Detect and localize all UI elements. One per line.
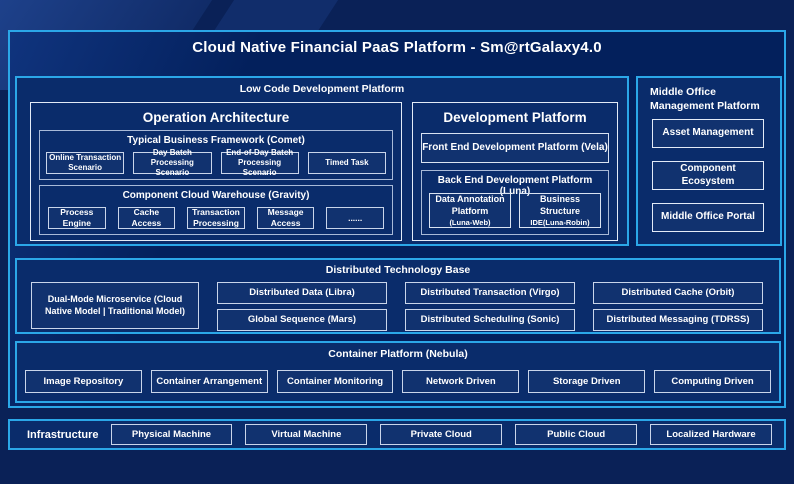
middle-office-item-box: Middle Office Portal — [652, 203, 764, 232]
operation-architecture-panel: Operation Architecture Typical Business … — [30, 102, 402, 241]
comet-items-row: Online Transaction Scenario Day Batch Pro… — [46, 148, 386, 177]
back-end-development-platform-panel: Back End Development Platform (Luna) Dat… — [421, 170, 609, 235]
development-platform-panel: Development Platform Front End Developme… — [412, 102, 618, 241]
container-item-box: Image Repository — [25, 370, 142, 393]
comet-item-box: Online Transaction Scenario — [46, 152, 125, 174]
comet-item-box: Day Batch Processing Scenario — [133, 148, 212, 177]
development-platform-title: Development Platform — [443, 110, 587, 125]
container-items-row: Image Repository Container Arrangement Con… — [25, 370, 771, 393]
gravity-item-box: Cache Access — [117, 207, 176, 229]
luna-sub-tag: (Luna-Web) — [449, 217, 491, 227]
luna-sub-tag: IDE(Luna-Robin) — [530, 217, 590, 227]
comet-item-box: End-of-Day Batch Processing Scenario — [220, 148, 299, 177]
distributed-item-box: Distributed Messaging (TDRSS) — [593, 309, 763, 331]
back-end-development-platform-title: Back End Development Platform (Luna) — [437, 175, 593, 197]
container-item-box: Container Monitoring — [276, 370, 394, 393]
infrastructure-item-box: Public Cloud — [515, 424, 638, 445]
page-title: Cloud Native Financial PaaS Platform - S… — [192, 39, 602, 56]
infrastructure-item-box: Physical Machine — [110, 424, 233, 445]
low-code-panel-title: Low Code Development Platform — [239, 83, 405, 95]
middle-office-item-box: Component Ecosystem — [652, 161, 764, 190]
infrastructure-items-row: Physical Machine Virtual Machine Private C… — [110, 424, 772, 445]
distributed-item-box: Distributed Scheduling (Sonic) — [405, 309, 575, 331]
comet-item-box: Timed Task — [307, 152, 386, 174]
component-cloud-warehouse-panel: Component Cloud Warehouse (Gravity) Proc… — [39, 185, 393, 235]
distributed-item-box: Distributed Transaction (Virgo) — [405, 282, 575, 304]
main-frame: Cloud Native Financial PaaS Platform - S… — [8, 30, 786, 408]
luna-sub-box: Data Annotation Platform (Luna-Web) — [429, 193, 511, 228]
middle-office-title: Middle Office Management Platform — [650, 86, 760, 112]
container-item-box: Container Arrangement — [150, 370, 268, 393]
typical-business-framework-panel: Typical Business Framework (Comet) Onlin… — [39, 130, 393, 180]
distributed-item-box: Global Sequence (Mars) — [217, 309, 387, 331]
infrastructure-item-box: Private Cloud — [380, 424, 503, 445]
distributed-technology-base-panel: Distributed Technology Base Dual-Mode Mi… — [15, 258, 781, 334]
infrastructure-item-box: Virtual Machine — [245, 424, 368, 445]
distributed-item-box: Distributed Data (Libra) — [217, 282, 387, 304]
infrastructure-bar: Infrastructure Physical Machine Virtual M… — [8, 419, 786, 450]
typical-business-framework-title: Typical Business Framework (Comet) — [127, 135, 305, 146]
operation-architecture-title: Operation Architecture — [142, 110, 290, 125]
middle-office-management-platform-panel: Middle Office Management Platform Asset … — [636, 76, 782, 246]
distributed-items-grid: Distributed Data (Libra) Global Sequence … — [217, 282, 763, 331]
low-code-development-platform-panel: Low Code Development Platform Operation … — [15, 76, 629, 246]
gravity-item-box: ...... — [326, 207, 384, 229]
infrastructure-item-box: Localized Hardware — [650, 424, 772, 445]
distributed-item-box: Distributed Cache (Orbit) — [593, 282, 763, 304]
gravity-item-box: Process Engine — [48, 207, 106, 229]
component-cloud-warehouse-title: Component Cloud Warehouse (Gravity) — [122, 190, 310, 201]
container-platform-title: Container Platform (Nebula) — [328, 348, 468, 360]
container-platform-panel: Container Platform (Nebula) Image Reposi… — [15, 341, 781, 403]
front-end-development-platform-box: Front End Development Platform (Vela) — [421, 133, 609, 163]
luna-sub-box: Business Structure IDE(Luna-Robin) — [519, 193, 601, 228]
container-item-box: Network Driven — [402, 370, 520, 393]
distributed-technology-base-title: Distributed Technology Base — [325, 264, 471, 276]
gravity-item-box: Transaction Processing — [187, 207, 245, 229]
container-item-box: Computing Driven — [654, 370, 771, 393]
infrastructure-label: Infrastructure — [27, 428, 99, 441]
container-item-box: Storage Driven — [528, 370, 646, 393]
gravity-items-row: Process Engine Cache Access Transaction Pr… — [48, 207, 384, 229]
dual-mode-microservice-box: Dual-Mode Microservice (Cloud Native Mod… — [31, 282, 199, 329]
gravity-item-box: Message Access — [256, 207, 315, 229]
middle-office-item-box: Asset Management — [652, 119, 764, 148]
luna-sub-name: Data Annotation Platform — [435, 194, 505, 216]
luna-items-row: Data Annotation Platform (Luna-Web) Busi… — [429, 193, 601, 228]
luna-sub-name: Business Structure — [539, 194, 581, 216]
